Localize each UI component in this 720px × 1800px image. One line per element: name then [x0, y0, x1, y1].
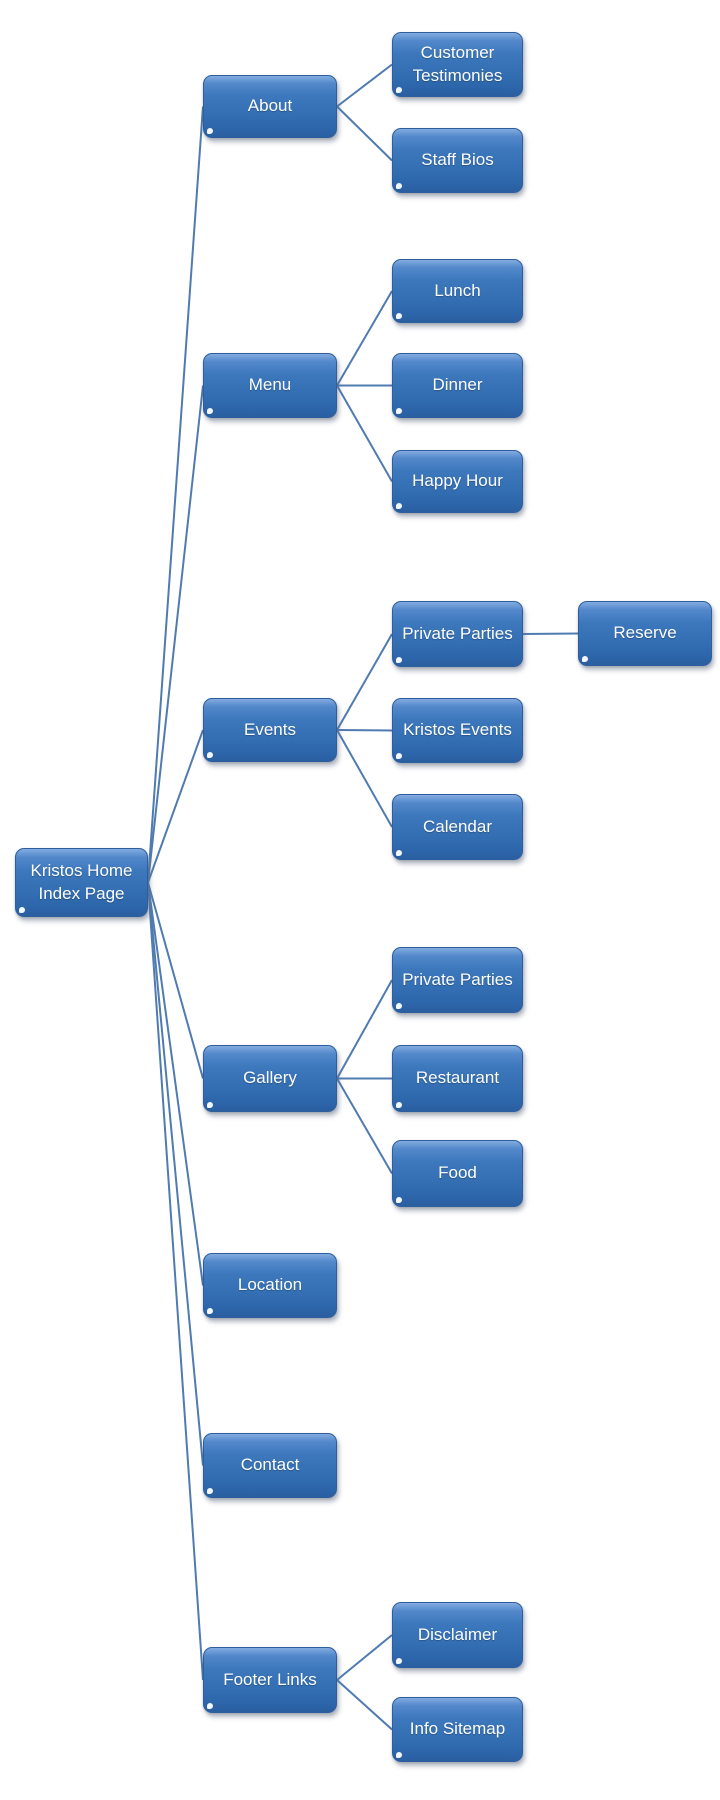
connector-gallery-to-private-parties-gallery	[336, 979, 393, 1079]
connector-events-to-calendar	[336, 729, 393, 828]
node-calendar: Calendar	[392, 794, 523, 860]
node-label-location: Location	[237, 1275, 303, 1295]
connector-gallery-to-food	[336, 1077, 393, 1175]
node-private-parties-events: Private Parties	[392, 601, 523, 667]
node-restaurant: Restaurant	[392, 1045, 523, 1112]
connector-root-to-contact	[147, 882, 204, 1466]
connector-private-parties-events-to-reserve	[522, 632, 579, 635]
node-label-about: About	[247, 96, 293, 116]
connector-footer-links-to-info-sitemap	[336, 1679, 393, 1731]
connector-about-to-staff-bios	[336, 105, 393, 162]
connector-root-to-menu	[147, 385, 204, 883]
node-customer-testimonies: Customer Testimonies	[392, 32, 523, 97]
connector-root-to-footer-links	[147, 882, 204, 1681]
node-label-happy-hour: Happy Hour	[412, 471, 503, 491]
connector-root-to-location	[147, 882, 204, 1286]
node-label-events: Events	[244, 719, 296, 739]
node-dinner: Dinner	[392, 353, 523, 418]
node-disclaimer: Disclaimer	[392, 1602, 523, 1668]
node-private-parties-gallery: Private Parties	[392, 947, 523, 1013]
connector-events-to-private-parties-events	[336, 633, 393, 731]
connector-menu-to-lunch	[336, 290, 393, 387]
node-label-staff-bios: Staff Bios	[421, 150, 494, 170]
node-label-footer-links: Footer Links	[223, 1669, 317, 1689]
node-label-gallery: Gallery	[243, 1068, 297, 1088]
node-label-restaurant: Restaurant	[415, 1068, 500, 1088]
node-lunch: Lunch	[392, 259, 523, 323]
node-label-calendar: Calendar	[423, 816, 492, 836]
node-location: Location	[203, 1253, 337, 1318]
node-label-lunch: Lunch	[434, 280, 481, 300]
node-label-food: Food	[438, 1163, 477, 1183]
node-staff-bios: Staff Bios	[392, 128, 523, 193]
node-gallery: Gallery	[203, 1045, 337, 1112]
node-label-dinner: Dinner	[432, 375, 483, 395]
node-reserve: Reserve	[578, 601, 712, 666]
node-info-sitemap: Info Sitemap	[392, 1697, 523, 1762]
node-label-private-parties-events: Private Parties	[402, 623, 513, 643]
node-label-info-sitemap: Info Sitemap	[409, 1719, 506, 1739]
node-menu: Menu	[203, 353, 337, 418]
node-label-disclaimer: Disclaimer	[417, 1624, 498, 1644]
node-food: Food	[392, 1140, 523, 1207]
node-about: About	[203, 75, 337, 138]
connector-root-to-about	[147, 106, 204, 883]
node-label-menu: Menu	[248, 375, 292, 395]
connector-root-to-gallery	[147, 882, 204, 1079]
connector-about-to-customer-testimonies	[336, 63, 393, 108]
node-label-customer-testimonies: Customer Testimonies	[412, 43, 503, 85]
node-label-contact: Contact	[240, 1455, 300, 1475]
node-happy-hour: Happy Hour	[392, 450, 523, 513]
node-label-root: Kristos Home Index Page	[30, 861, 133, 903]
node-label-kristos-events: Kristos Events	[403, 720, 512, 740]
node-root: Kristos Home Index Page	[15, 848, 148, 917]
connector-events-to-kristos-events	[336, 729, 393, 732]
connector-root-to-events	[147, 729, 204, 883]
node-label-reserve: Reserve	[613, 623, 677, 643]
node-footer-links: Footer Links	[203, 1647, 337, 1713]
connector-menu-to-happy-hour	[336, 385, 393, 482]
node-contact: Contact	[203, 1433, 337, 1498]
node-kristos-events: Kristos Events	[392, 698, 523, 763]
node-label-private-parties-gallery: Private Parties	[402, 969, 513, 989]
connector-footer-links-to-disclaimer	[336, 1634, 393, 1681]
node-events: Events	[203, 698, 337, 762]
